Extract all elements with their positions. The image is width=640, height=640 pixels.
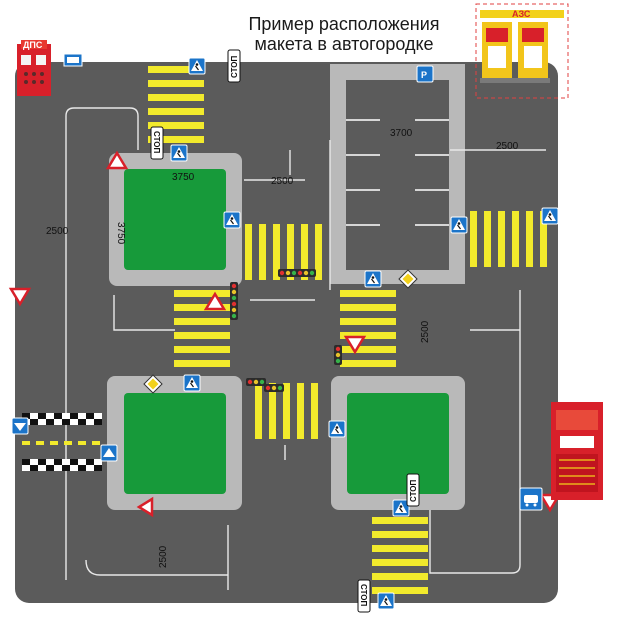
crosswalk-middle-lower <box>255 383 318 439</box>
dimension-block-width: 3750 <box>172 172 195 183</box>
pedestrian-crossing-icon <box>183 374 201 392</box>
gas-station-label: АЗС <box>512 9 531 19</box>
crosswalk-center-right <box>340 290 396 367</box>
pedestrian-crossing-icon <box>377 592 395 610</box>
direction-arrow-icon <box>11 417 29 435</box>
parking-sign-label: P <box>421 70 427 80</box>
dimension-bottom-road: 2500 <box>158 545 169 568</box>
parking-sign-icon: P <box>416 65 434 83</box>
pedestrian-crossing-icon <box>170 144 188 162</box>
pedestrian-crossing-icon <box>328 420 346 438</box>
stop-sign-icon: СТОП <box>150 126 164 160</box>
dimension-parking-width: 3700 <box>390 128 413 139</box>
pedestrian-crossing-icon <box>223 211 241 229</box>
stop-sign-label: СТОП <box>409 480 418 502</box>
dimension-right-road: 2500 <box>496 141 519 152</box>
checkered-bar-top <box>22 413 102 425</box>
traffic-light-icon <box>278 269 316 277</box>
bus-stop-pavilion <box>551 402 603 500</box>
one-way-sign-icon <box>63 53 83 67</box>
pedestrian-crossing-icon <box>541 207 559 225</box>
crosswalk-top <box>148 66 204 143</box>
layout-title-line-2: макета в автогородке <box>254 34 434 54</box>
gas-station-highlight <box>475 3 569 99</box>
pedestrian-crossing-icon <box>450 216 468 234</box>
dimension-left-road: 2500 <box>46 226 69 237</box>
dimension-middle-road-vertical: 2500 <box>420 320 431 343</box>
stop-sign-icon: СТОП <box>406 473 420 507</box>
block-bottom-left <box>107 376 242 510</box>
bus-icon <box>519 487 543 511</box>
block-top-left <box>109 153 242 286</box>
dimension-block-height: 3750 <box>115 222 126 245</box>
gas-station-building: АЗС <box>480 9 564 83</box>
stop-sign-label: СТОП <box>230 56 239 78</box>
dimension-middle-road-horizontal: 2500 <box>271 176 294 187</box>
traffic-light-icon <box>334 345 342 365</box>
crosswalk-center-left <box>174 290 230 367</box>
pedestrian-crossing-icon <box>364 270 382 288</box>
block-bottom-right <box>331 376 465 510</box>
stop-sign-icon: СТОП <box>357 579 371 613</box>
checkered-bar-bottom <box>22 459 102 471</box>
crosswalk-bottom <box>372 517 428 594</box>
parking-lot <box>330 64 465 284</box>
lane-guides <box>65 107 546 590</box>
stop-sign-label: СТОП <box>359 584 368 606</box>
warning-triangle-icon <box>136 496 154 518</box>
layout-title: Пример расположения макета в автогородке <box>224 14 464 54</box>
police-post-label: ДПС <box>23 40 43 50</box>
asphalt-area <box>15 62 558 603</box>
police-post-building: ДПС <box>17 40 51 96</box>
traffic-light-icon <box>230 282 238 320</box>
layout-title-line-1: Пример расположения <box>248 14 440 34</box>
stop-sign-label: СТОП <box>152 131 161 153</box>
stop-sign-icon: СТОП <box>227 49 241 83</box>
pedestrian-crossing-icon <box>188 57 206 75</box>
direction-arrow-icon <box>100 444 118 462</box>
crosswalk-middle-horizontal <box>245 224 322 280</box>
crosswalk-right <box>470 211 547 267</box>
